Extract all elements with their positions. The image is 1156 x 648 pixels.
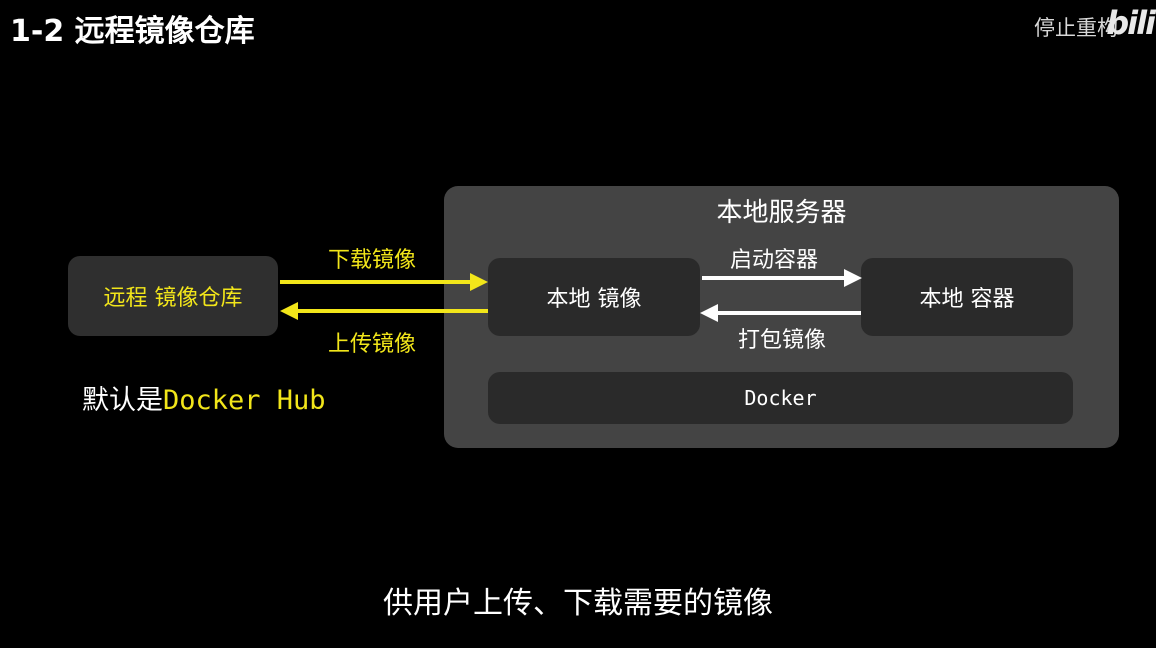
video-subtitle: 供用户上传、下载需要的镜像 [383, 586, 773, 621]
channel-name: 停止重构 [1034, 16, 1118, 40]
docker-box: Docker [488, 372, 1073, 424]
default-registry-note: 默认是Docker Hub [82, 378, 326, 417]
pack-image-arrow [700, 304, 861, 322]
upload-arrow [280, 302, 488, 320]
slide-title: 1-2 远程镜像仓库 [10, 14, 255, 49]
default-prefix: 默认是 [82, 385, 163, 416]
docker-hub-text: Docker Hub [163, 385, 326, 416]
start-container-arrow [702, 269, 862, 287]
download-arrow [280, 273, 488, 291]
remote-repository-box: 远程 镜像仓库 [68, 256, 278, 336]
pack-image-label: 打包镜像 [738, 328, 827, 353]
local-image-box: 本地 镜像 [488, 258, 700, 336]
download-image-label: 下载镜像 [328, 248, 417, 273]
bilibili-logo: bili [1106, 4, 1156, 42]
upload-image-label: 上传镜像 [328, 332, 417, 357]
local-server-title: 本地服务器 [716, 198, 847, 228]
local-container-box: 本地 容器 [861, 258, 1073, 336]
start-container-label: 启动容器 [730, 248, 819, 273]
